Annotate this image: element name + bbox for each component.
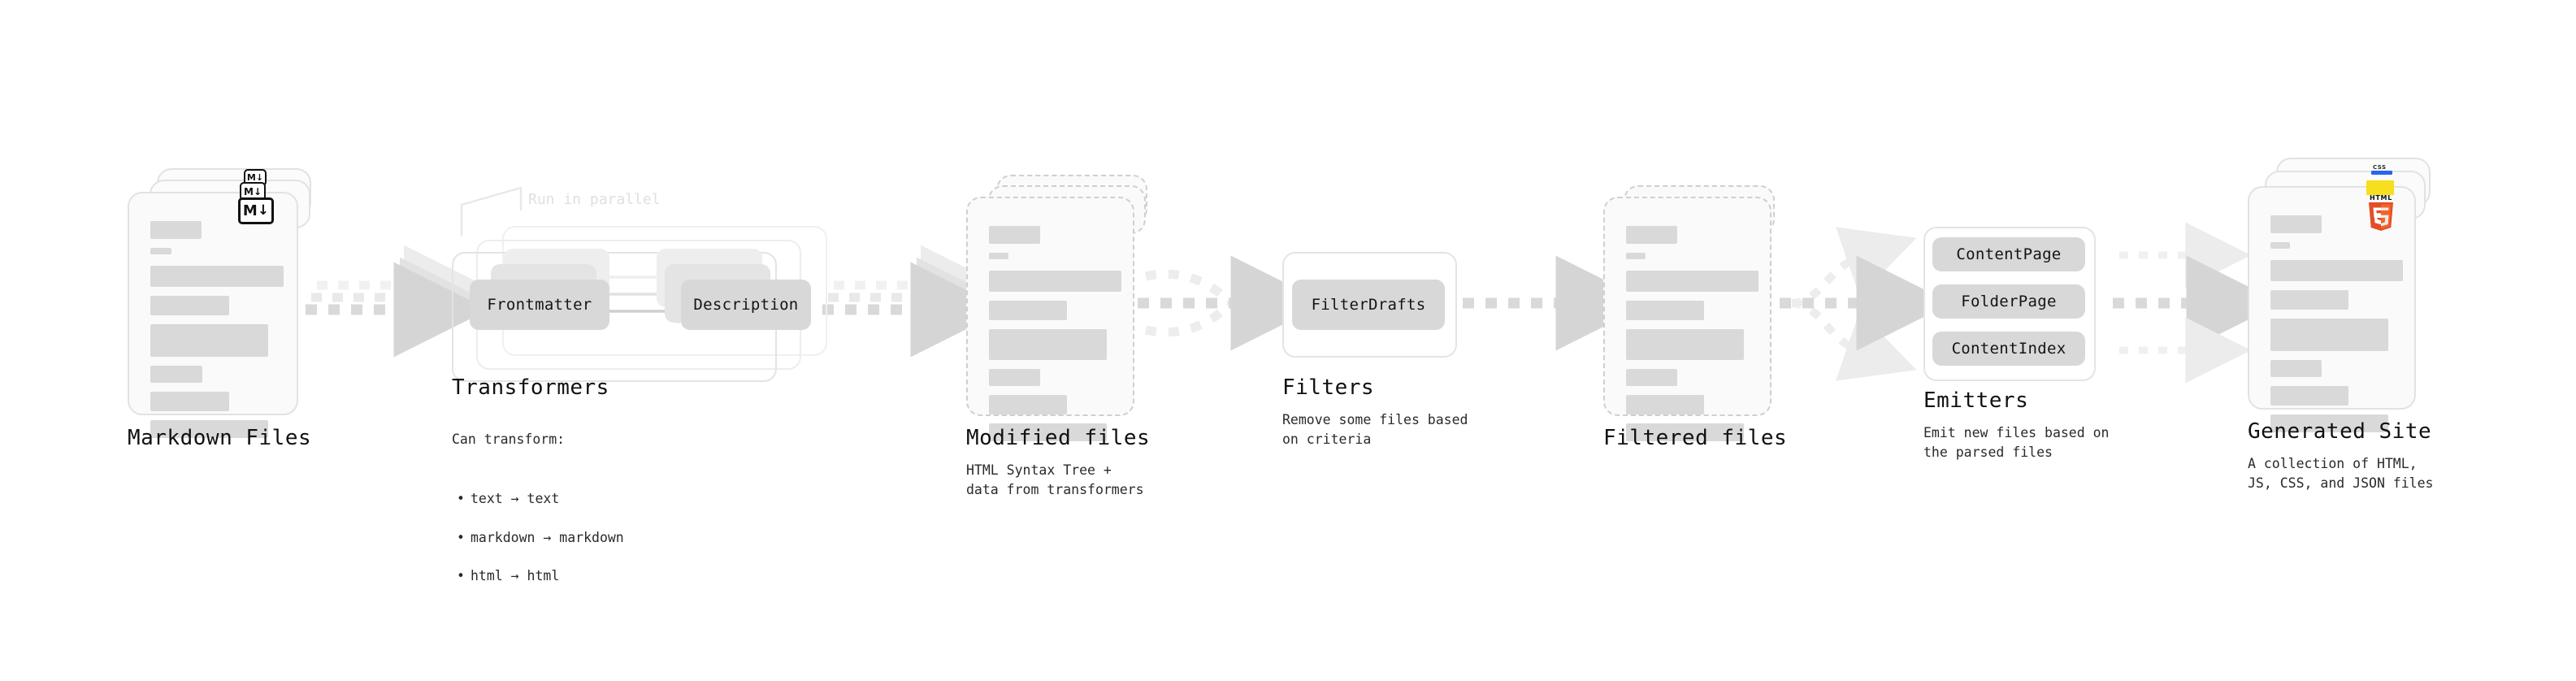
chip-label: FilterDrafts — [1311, 296, 1426, 314]
caption-filters: Filters Remove some files based on crite… — [1282, 375, 1575, 449]
connector-filtered-to-emitters — [1780, 227, 1952, 381]
filter-chip-filterdrafts[interactable]: FilterDrafts — [1292, 280, 1445, 330]
chip-label: FolderPage — [1961, 293, 2057, 310]
markdown-icon-front: M↓ — [238, 197, 274, 224]
stage-subtitle: Can transform: text → text markdown → ma… — [452, 410, 777, 625]
stage-title: Filtered files — [1603, 426, 1788, 450]
connector-modified-to-filters — [1138, 255, 1326, 351]
doc-skeleton — [150, 221, 284, 447]
emitter-chip-contentpage[interactable]: ContentPage — [1932, 237, 2085, 271]
html5-icon: HTML — [2366, 194, 2396, 231]
emitter-chip-contentindex[interactable]: ContentIndex — [1932, 332, 2085, 366]
chip-label: ContentIndex — [1951, 340, 2066, 358]
bullet-item: text → text — [452, 489, 777, 509]
emitter-chip-folderpage[interactable]: FolderPage — [1932, 284, 2085, 319]
transform-bullets: text → text markdown → markdown html → h… — [452, 470, 777, 605]
doc-skeleton — [989, 226, 1121, 450]
doc-skeleton — [1626, 226, 1759, 450]
chip-label: Frontmatter — [487, 296, 592, 314]
stage-title: Filters — [1282, 375, 1375, 400]
stage-subtitle: A collection of HTML, JS, CSS, and JSON … — [2248, 456, 2434, 491]
stage-subtitle: Remove some files based on criteria — [1282, 412, 1468, 447]
connector-markdown-to-transformers — [306, 245, 489, 358]
run-in-parallel-label: Run in parallel — [528, 191, 661, 208]
doc-skeleton — [2270, 215, 2403, 441]
doc-card-front — [128, 192, 298, 438]
caption-markdown-files: Markdown Files — [128, 426, 396, 450]
caption-generated-site: Generated Site A collection of HTML, JS,… — [2248, 419, 2556, 493]
chip-label: ContentPage — [1956, 245, 2062, 263]
caption-modified-files: Modified files HTML Syntax Tree + data f… — [966, 426, 1259, 500]
caption-transformers: Transformers Can transform: text → text … — [452, 375, 777, 625]
bullet-item: markdown → markdown — [452, 528, 777, 548]
css3-icon-label: CSS — [2373, 164, 2387, 171]
bullet-item: html → html — [452, 566, 777, 586]
connector-transformers-to-modified — [822, 245, 1006, 358]
doc-card-front — [966, 197, 1134, 441]
css3-icon — [2371, 171, 2392, 175]
markdown-icon-label: M — [246, 172, 256, 183]
stage-subtitle: HTML Syntax Tree + data from transformer… — [966, 462, 1144, 497]
transform-lead: Can transform: — [452, 431, 566, 447]
stage-title: Emitters — [1923, 388, 2029, 413]
stage-title: Transformers — [452, 375, 609, 400]
doc-card-front — [2248, 186, 2416, 432]
connector-emitters-to-site — [2113, 222, 2282, 384]
stage-subtitle: Emit new files based on the parsed files — [1923, 425, 2110, 460]
javascript-icon — [2366, 180, 2394, 195]
stage-title: Markdown Files — [128, 426, 312, 450]
stage-title: Generated Site — [2248, 419, 2432, 444]
doc-card-front — [1603, 197, 1772, 441]
transformer-chip-description[interactable]: Description — [681, 280, 811, 330]
chip-label: Description — [693, 296, 799, 314]
caption-filtered-files: Filtered files — [1603, 426, 1896, 450]
transformer-chip-frontmatter[interactable]: Frontmatter — [470, 280, 609, 330]
caption-emitters: Emitters Emit new files based on the par… — [1923, 388, 2224, 462]
stage-title: Modified files — [966, 426, 1151, 450]
html5-icon-label: HTML — [2369, 194, 2392, 202]
